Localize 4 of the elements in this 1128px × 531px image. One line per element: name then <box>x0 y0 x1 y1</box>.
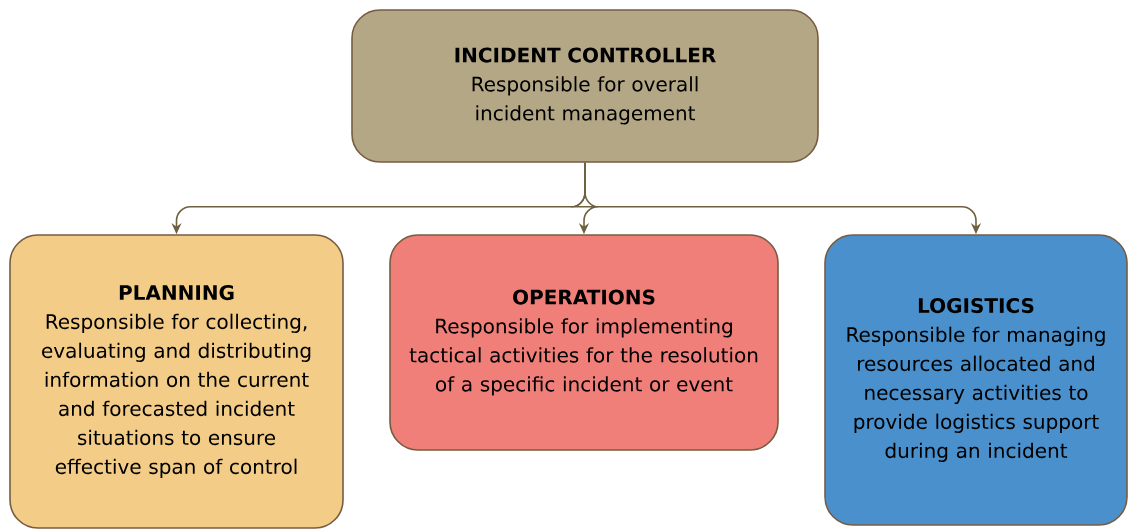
role-box: LOGISTICS Responsible for managing resources allocated and necessary activities to provide logistics support during an incident <box>824 234 1128 526</box>
role-box: PLANNING Responsible for collecting, evaluating and distributing information on the current and forecasted incident situations to ensure effective span of control <box>9 234 344 529</box>
role-box: OPERATIONS Responsible for implementing tactical activities for the resolution of a specific incident or event <box>389 234 779 451</box>
role-box: INCIDENT CONTROLLER Responsible for overall incident management <box>351 9 819 163</box>
